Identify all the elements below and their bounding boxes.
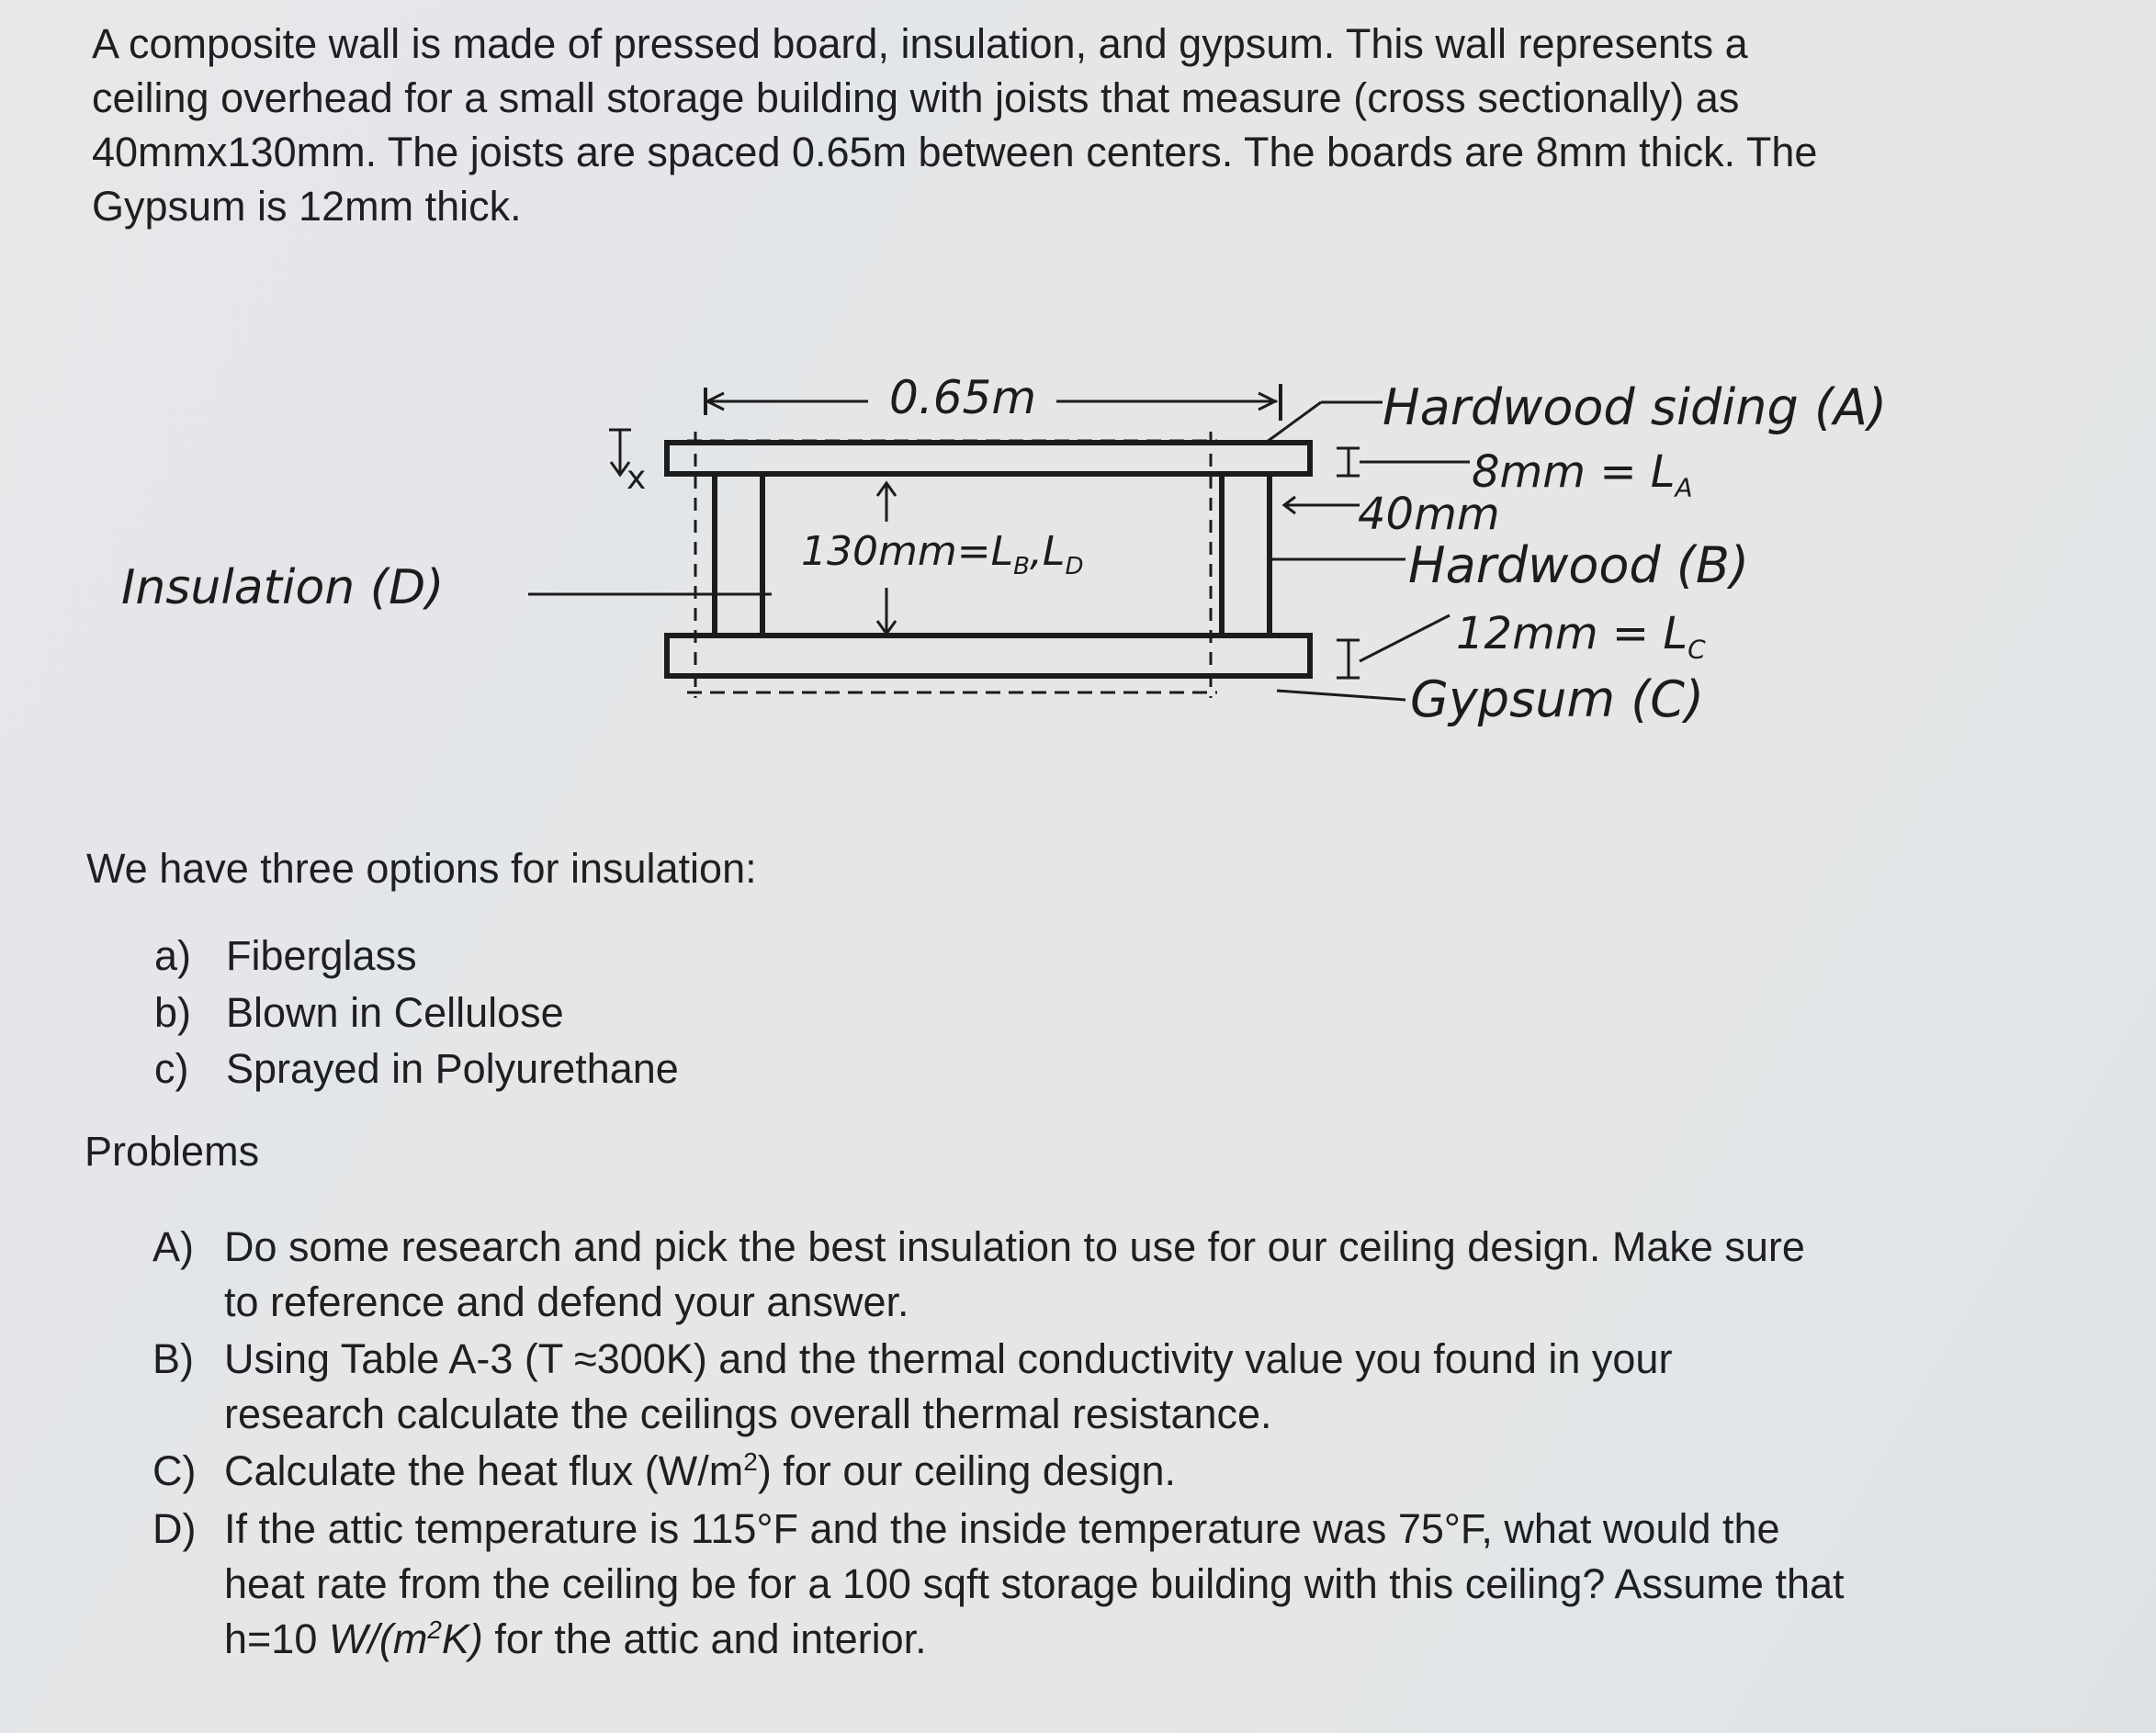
depth-label-text: 130mm=L xyxy=(801,528,1014,575)
gypsum-label: Gypsum (C) xyxy=(1410,670,1705,728)
intro-line-1: A composite wall is made of pressed boar… xyxy=(92,20,1748,67)
intro-line-2: ceiling overhead for a small storage bui… xyxy=(92,74,1740,121)
x-axis-label: x xyxy=(626,459,647,497)
siding-thickness-text: 8mm = L xyxy=(1472,446,1676,498)
hardwood-b-label: Hardwood (B) xyxy=(1408,536,1750,594)
problems-title: Problems xyxy=(85,1128,260,1175)
problem-c: C) Calculate the heat flux (W/m2) for ou… xyxy=(152,1444,2026,1499)
problem-c-line-1: Calculate the heat flux (W/m2) for our c… xyxy=(224,1444,2026,1499)
problem-b: B) Using Table A-3 (T ≈300K) and the the… xyxy=(152,1332,2026,1442)
problem-a-line-2: to reference and defend your answer. xyxy=(224,1278,909,1325)
depth-sub-d: D xyxy=(1065,552,1084,580)
problem-d-unit-a: W/(m xyxy=(328,1615,428,1662)
problem-marker: C) xyxy=(152,1447,197,1494)
problem-d-sup: 2 xyxy=(427,1615,442,1644)
options-title: We have three options for insulation: xyxy=(86,845,757,892)
option-item: c) Sprayed in Polyurethane xyxy=(154,1045,679,1093)
intro-line-4: Gypsum is 12mm thick. xyxy=(92,183,522,230)
intro-line-3: 40mmx130mm. The joists are spaced 0.65m … xyxy=(92,129,1818,175)
option-item: b) Blown in Cellulose xyxy=(154,989,564,1037)
problem-d-line-2: heat rate from the ceiling be for a 100 … xyxy=(224,1560,1845,1607)
option-text: Blown in Cellulose xyxy=(226,989,564,1036)
option-text: Sprayed in Polyurethane xyxy=(226,1045,679,1092)
problem-d-line-3: h=10 W/(m2K) for the attic and interior. xyxy=(224,1612,2026,1667)
problem-marker: B) xyxy=(152,1335,194,1382)
problem-c-pre: Calculate the heat flux (W/m xyxy=(224,1447,744,1494)
problem-d-post: for the attic and interior. xyxy=(482,1615,927,1662)
problem-marker: D) xyxy=(152,1505,197,1552)
problem-d-unit-b: K) xyxy=(441,1615,483,1662)
problem-c-post: ) for our ceiling design. xyxy=(757,1447,1177,1494)
depth-label-text-2: ,L xyxy=(1029,528,1066,575)
problem-b-line-1: Using Table A-3 (T ≈300K) and the therma… xyxy=(224,1335,1673,1382)
problem-d-line-1: If the attic temperature is 115°F and th… xyxy=(224,1505,1780,1552)
problem-b-line-2: research calculate the ceilings overall … xyxy=(224,1390,1272,1437)
depth-label: 130mm=LB,LD xyxy=(801,528,1083,580)
insulation-label: Insulation (D) xyxy=(121,560,445,615)
spacing-label: 0.65m xyxy=(889,371,1037,424)
problem-statement: A composite wall is made of pressed boar… xyxy=(92,17,2003,233)
gypsum-sub: C xyxy=(1688,634,1706,665)
option-item: a) Fiberglass xyxy=(154,932,417,980)
problem-d-unit: W/(m2K) xyxy=(329,1615,483,1662)
siding-sub: A xyxy=(1675,472,1693,503)
option-marker: c) xyxy=(154,1045,189,1092)
depth-sub-b: B xyxy=(1013,552,1030,580)
problem-a: A) Do some research and pick the best in… xyxy=(152,1220,2026,1330)
problem-d: D) If the attic temperature is 115°F and… xyxy=(152,1502,2026,1667)
problem-d-h: h=10 xyxy=(224,1615,329,1662)
problem-a-line-1: Do some research and pick the best insul… xyxy=(224,1223,1805,1270)
option-marker: b) xyxy=(154,989,192,1036)
gypsum-thickness-label: 12mm = LC xyxy=(1456,608,1706,665)
option-text: Fiberglass xyxy=(226,932,417,979)
option-marker: a) xyxy=(154,932,192,979)
problem-c-sup: 2 xyxy=(743,1447,758,1476)
gypsum-thickness-text: 12mm = L xyxy=(1456,608,1688,659)
siding-thickness-label: 8mm = LA xyxy=(1472,446,1693,503)
problem-marker: A) xyxy=(152,1223,194,1270)
hardwood-siding-label: Hardwood siding (A) xyxy=(1383,378,1888,436)
joist-width-label: 40mm xyxy=(1358,489,1500,540)
